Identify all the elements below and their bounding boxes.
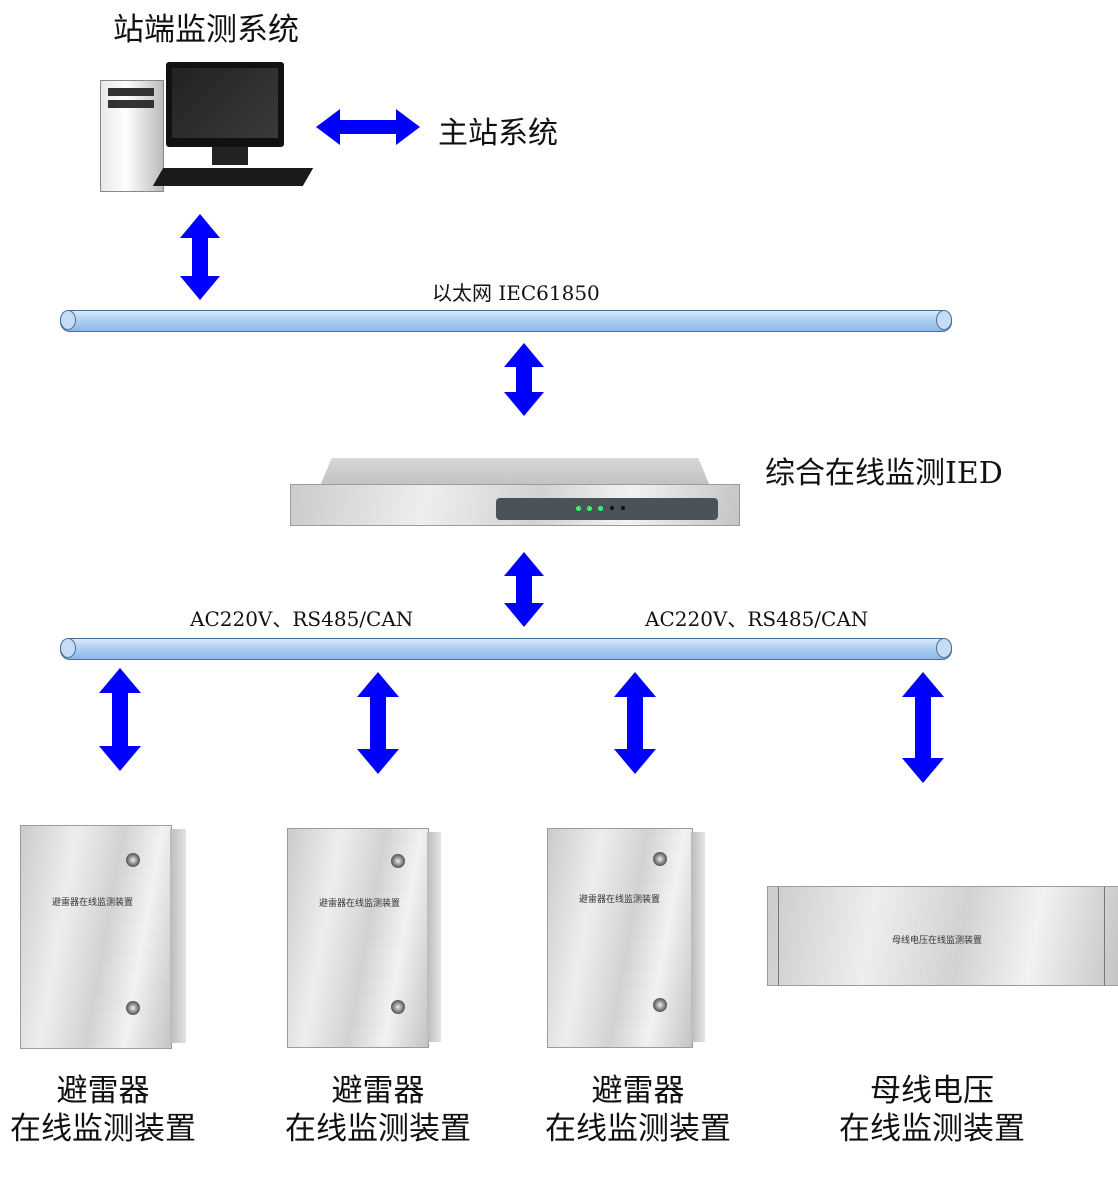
ethernet-bus — [60, 310, 952, 332]
device-panel-text: 避雷器在线监测装置 — [319, 899, 401, 909]
double-arrow-icon — [504, 343, 544, 416]
master-station-label: 主站系统 — [438, 116, 558, 151]
arrester-device-2: 避雷器在线监测装置 — [287, 828, 442, 1050]
device-name-line2: 在线监测装置 — [545, 1111, 731, 1147]
ied-label: 综合在线监测IED — [765, 456, 1003, 491]
device-label-3: 避雷器 在线监测装置 — [508, 1072, 768, 1148]
device-name-line2: 在线监测装置 — [839, 1111, 1025, 1147]
arrester-device-1: 避雷器在线监测装置 — [20, 825, 188, 1050]
device-label-2: 避雷器 在线监测装置 — [248, 1072, 508, 1148]
device-panel-text: 避雷器在线监测装置 — [52, 898, 134, 908]
arrester-device-3: 避雷器在线监测装置 — [547, 828, 707, 1050]
device-name-line1: 避雷器 — [591, 1073, 685, 1109]
double-arrow-icon — [902, 672, 944, 783]
double-arrow-icon — [99, 668, 141, 771]
device-name-line1: 母线电压 — [870, 1073, 994, 1109]
busbar-voltage-device: 母线电压在线监测装置 — [767, 886, 1118, 986]
device-panel-text: 避雷器在线监测装置 — [579, 895, 661, 905]
device-name-line1: 避雷器 — [56, 1073, 150, 1109]
device-name-line2: 在线监测装置 — [285, 1111, 471, 1147]
field-bus — [60, 638, 952, 660]
double-arrow-icon — [504, 552, 544, 627]
ethernet-label: 以太网 IEC61850 — [432, 281, 600, 305]
device-panel-text: 母线电压在线监测装置 — [892, 936, 983, 946]
double-arrow-icon — [614, 672, 656, 774]
device-label-1: 避雷器 在线监测装置 — [0, 1072, 233, 1148]
station-monitoring-title: 站端监测系统 — [113, 12, 299, 48]
device-name-line1: 避雷器 — [331, 1073, 425, 1109]
device-name-line2: 在线监测装置 — [10, 1111, 196, 1147]
double-arrow-icon — [357, 672, 399, 774]
field-bus-label-left: AC220V、RS485/CAN — [190, 607, 414, 631]
double-arrow-icon — [316, 109, 420, 145]
double-arrow-icon — [180, 214, 220, 300]
computer-icon — [100, 62, 314, 197]
field-bus-label-right: AC220V、RS485/CAN — [645, 607, 869, 631]
ied-device — [290, 458, 740, 528]
device-label-4: 母线电压 在线监测装置 — [802, 1072, 1062, 1148]
